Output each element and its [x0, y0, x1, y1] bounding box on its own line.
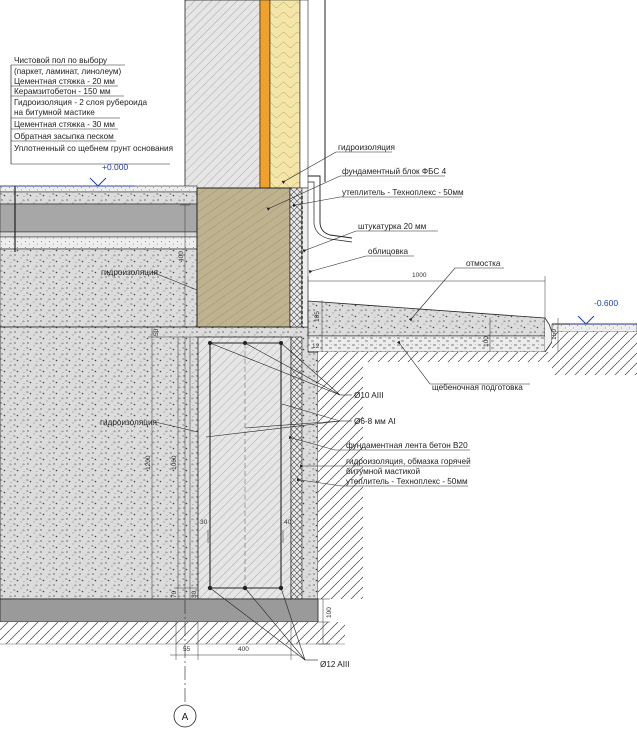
- label-insulation-top: утеплитель - Техноплекс - 50мм: [342, 188, 464, 197]
- dim-footing-height: 1200: [145, 455, 152, 470]
- dim-footing-width: 400: [238, 646, 249, 653]
- fbs-block: [196, 187, 309, 328]
- floor-layer-7: Цементная стяжка - 30 мм: [14, 120, 115, 129]
- axis-dimension: [170, 598, 330, 706]
- dim-bottom-70: 70: [171, 590, 178, 598]
- callouts-left: гидроизоляция гидроизоляция: [100, 268, 199, 433]
- level-mark-floor: +0.000: [0, 162, 135, 252]
- dimension-texts: 400 50 1200 1060 30 40 70 30 100 55 400: [145, 251, 333, 653]
- dim-blind-width: 1000: [412, 272, 427, 279]
- floor-layer-3: Цементная стяжка - 20 мм: [14, 77, 115, 86]
- footing-body: [0, 326, 319, 600]
- dim-footing-inner: 1060: [171, 455, 178, 470]
- floor-layers-legend: Чистовой пол по выбору (паркет, ламинат,…: [10, 56, 173, 165]
- label-bitumen-2: битумной мастикой: [346, 467, 420, 476]
- footing-dimensions: [148, 204, 284, 600]
- label-waterproofing-mid: гидроизоляция: [100, 418, 157, 427]
- blind-area: [307, 300, 553, 353]
- label-rebar-6-8: Ø6-8 мм AI: [354, 417, 396, 426]
- dim-footing-50: 50: [153, 328, 160, 336]
- dim-blind-gravel: 100: [483, 336, 490, 347]
- base-slab: [0, 598, 345, 645]
- label-rebar-10: Ø10 AIII: [354, 391, 384, 400]
- dim-cover-left: 30: [200, 519, 208, 526]
- blind-area-dimensions: [307, 276, 559, 352]
- dim-cover-right: 40: [284, 519, 292, 526]
- upper-wall: [184, 0, 326, 189]
- drainpipe: [308, 175, 353, 243]
- label-bitumen-1: гидроизоляция, обмазка горячей: [346, 457, 471, 466]
- dim-blind-top: 105: [314, 311, 321, 322]
- level-ground-text: -0.600: [594, 298, 618, 308]
- label-cladding: облицовка: [368, 247, 408, 256]
- level-floor-text: +0.000: [102, 162, 129, 172]
- label-insulation-bottom: утеплитель - Техноплекс - 50мм: [346, 477, 468, 486]
- dim-blind-right: 150: [551, 329, 558, 340]
- floor-layer-8: Обратная засыпка песком: [14, 132, 114, 141]
- floor-layer-9: Уплотненный со щебнем грунт основания: [14, 144, 173, 153]
- floor-layer-6: на битумной мастике: [14, 108, 95, 117]
- label-gravel-prep: щебеночная подготовка: [432, 383, 523, 392]
- dim-blind-slope: 12: [312, 343, 320, 350]
- floor-layer-4: Керамзитобетон - 150 мм: [14, 87, 111, 96]
- floor-slab: [0, 185, 198, 328]
- dim-cover-top: 30: [191, 590, 198, 598]
- label-rebar-12: Ø12 AIII: [320, 660, 350, 669]
- rebar-callouts: Ø10 AIII Ø6-8 мм AI фундаментная лента б…: [205, 342, 471, 669]
- dim-bottom-100: 100: [326, 607, 333, 618]
- label-plaster: штукатурка 20 мм: [358, 222, 427, 231]
- level-mark-ground: -0.600: [570, 298, 635, 325]
- floor-layer-1: Чистовой пол по выбору: [14, 56, 108, 65]
- label-waterproofing-left: гидроизоляция: [101, 268, 158, 277]
- ground-right: [551, 323, 637, 375]
- label-strip-foundation: фундаментная лента бетон В20: [346, 441, 468, 450]
- label-blind-area: отмостка: [466, 259, 501, 268]
- floor-layer-2: (паркет, ламинат, линолеум): [14, 67, 122, 76]
- soil-right: [318, 352, 552, 599]
- dim-floor-height: 400: [178, 251, 185, 262]
- label-waterproofing-top: гидроизоляция: [338, 143, 395, 152]
- dim-axis-offset: 55: [183, 646, 191, 653]
- callouts-right: гидроизоляция фундаментный блок ФБС 4 ут…: [266, 143, 558, 392]
- axis-bubble: А: [173, 704, 197, 728]
- axis-letter: А: [182, 712, 189, 723]
- floor-layer-5: Гидроизоляция - 2 слоя рубероида: [14, 98, 148, 107]
- label-fbs-block: фундаментный блок ФБС 4: [342, 167, 447, 176]
